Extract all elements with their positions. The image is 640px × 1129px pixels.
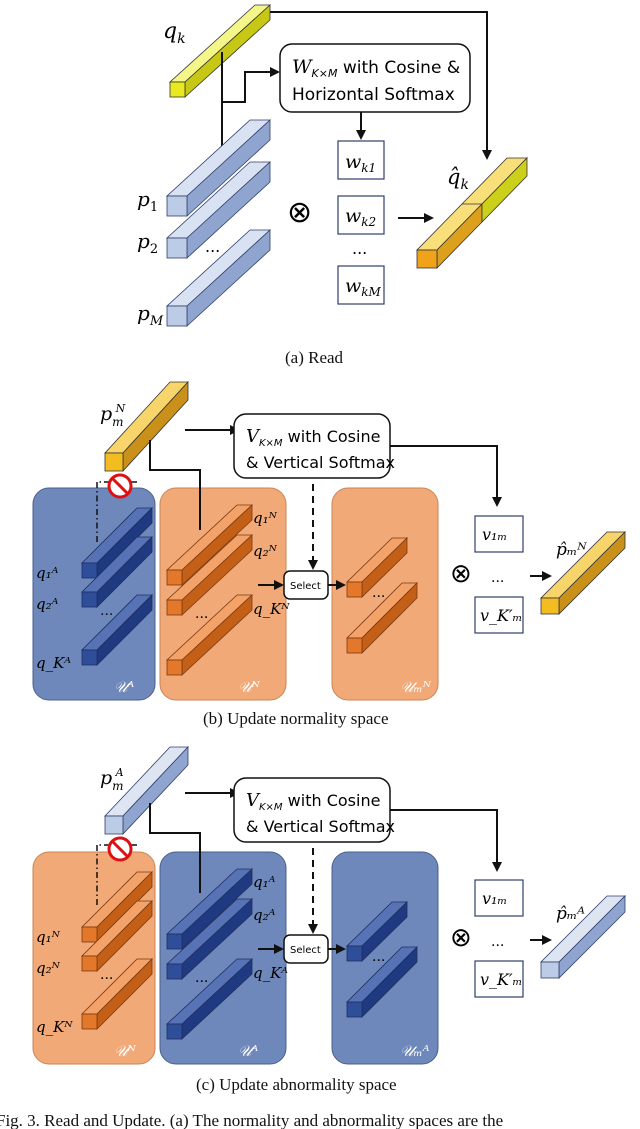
prototype-label-M: pM bbox=[137, 301, 164, 329]
norm-space-label: 𝒰ᴺ bbox=[238, 678, 261, 696]
abnormal-stack bbox=[81, 507, 153, 666]
abn-dots: ... bbox=[195, 970, 208, 986]
prototype-label-2: p2 bbox=[137, 229, 158, 257]
normal-output-bar bbox=[540, 531, 626, 615]
panel-read: qk WK×M with Cosine & Horizontal Softmax bbox=[137, 4, 528, 367]
blocked-icon bbox=[107, 473, 133, 499]
prototype-bars bbox=[165, 119, 272, 327]
sel-dots: ... bbox=[372, 585, 385, 601]
abnormal-stack bbox=[165, 868, 254, 1040]
abn-item-2: q₂ᴬ bbox=[253, 906, 276, 924]
abnormal-prototype-label: pmA bbox=[100, 766, 124, 793]
abn-item-K: q_Kᴬ bbox=[36, 654, 71, 672]
normal-output-label: p̂ₘᴺ bbox=[556, 540, 587, 560]
sel-dots: ... bbox=[372, 949, 385, 965]
weight-k1: wk1 bbox=[345, 151, 376, 175]
abn-item-1: q₁ᴬ bbox=[36, 564, 59, 582]
multiply-icon: ⊗ bbox=[287, 195, 312, 230]
abnormal-output-bar bbox=[540, 895, 626, 979]
select-label: Select bbox=[290, 945, 321, 956]
norm-space-label: 𝒰ᴺ bbox=[114, 1042, 137, 1060]
abn-item-2: q₂ᴬ bbox=[36, 595, 59, 613]
read-output-bar bbox=[416, 157, 528, 269]
query-bar bbox=[168, 4, 272, 98]
multiply-icon: ⊗ bbox=[450, 923, 472, 953]
normal-stack bbox=[165, 504, 254, 676]
abn-dots: ... bbox=[100, 603, 113, 619]
abn-item-K: q_Kᴬ bbox=[253, 964, 288, 982]
weight-dots: ... bbox=[491, 934, 504, 950]
panel-abnormality: pmA VK×M with Cosine & Vertical Softmax … bbox=[32, 745, 626, 1094]
weight-box-line2: Horizontal Softmax bbox=[292, 85, 455, 105]
abnormal-output-label: p̂ₘᴬ bbox=[556, 904, 585, 924]
query-label: qk bbox=[163, 19, 186, 47]
norm-item-K: q_Kᴺ bbox=[253, 600, 290, 618]
norm-dots: ... bbox=[100, 967, 113, 983]
selected-stack bbox=[346, 901, 418, 1018]
norm-item-2: q₂ᴺ bbox=[36, 959, 61, 977]
multiply-icon: ⊗ bbox=[450, 559, 472, 589]
weight-v1m: v₁ₘ bbox=[482, 525, 507, 544]
vertical-weight-box bbox=[233, 777, 391, 843]
weight-k2: wk2 bbox=[345, 205, 376, 229]
weight-kM: wkM bbox=[345, 275, 382, 299]
weight-vKm: v_K′ₘ bbox=[480, 606, 522, 625]
sel-space-label: 𝒰ₘᴺ bbox=[400, 678, 432, 696]
prototype-label-1: p1 bbox=[137, 187, 158, 215]
weight-dots: ... bbox=[491, 570, 504, 586]
panel-normality: pmN VK×M with Cosine & Vertical Softmax … bbox=[32, 380, 626, 728]
figure-footer: Fig. 3. Read and Update. (a) The normali… bbox=[0, 1111, 503, 1129]
norm-dots: ... bbox=[195, 606, 208, 622]
vbox-line1: VK×M with Cosine bbox=[246, 426, 380, 449]
read-output-label: q̂k bbox=[447, 165, 469, 193]
caption-read: (a) Read bbox=[285, 348, 344, 367]
weight-v1m: v₁ₘ bbox=[482, 889, 507, 908]
abn-space-label: 𝒰ᴬ bbox=[238, 1042, 259, 1060]
vbox-line1: VK×M with Cosine bbox=[246, 790, 380, 813]
normal-prototype-bar bbox=[104, 380, 189, 473]
norm-item-1: q₁ᴺ bbox=[36, 928, 61, 946]
blocked-icon bbox=[107, 836, 133, 862]
norm-item-2: q₂ᴺ bbox=[253, 542, 278, 560]
prototype-dots: ... bbox=[205, 237, 220, 256]
caption-normality: (b) Update normality space bbox=[203, 709, 389, 728]
vertical-weight-box bbox=[233, 413, 391, 479]
weight-matrix-box bbox=[279, 43, 471, 113]
norm-item-K: q_Kᴺ bbox=[36, 1018, 73, 1036]
vbox-line2: & Vertical Softmax bbox=[246, 453, 395, 472]
normal-stack bbox=[81, 871, 153, 1030]
vbox-line2: & Vertical Softmax bbox=[246, 817, 395, 836]
abn-item-1: q₁ᴬ bbox=[253, 873, 276, 891]
weight-box-line1: WK×M with Cosine & bbox=[292, 56, 460, 80]
norm-item-1: q₁ᴺ bbox=[253, 509, 278, 527]
selected-stack bbox=[346, 537, 418, 654]
abnormal-prototype-bar bbox=[104, 745, 189, 836]
select-label: Select bbox=[290, 581, 321, 592]
abn-space-label: 𝒰ᴬ bbox=[114, 678, 135, 696]
weight-vKm: v_K′ₘ bbox=[480, 970, 522, 989]
weight-dots: ... bbox=[352, 239, 367, 258]
normal-prototype-label: pmN bbox=[100, 402, 126, 429]
sel-space-label: 𝒰ₘᴬ bbox=[400, 1042, 430, 1060]
caption-abnormality: (c) Update abnormality space bbox=[196, 1075, 397, 1094]
